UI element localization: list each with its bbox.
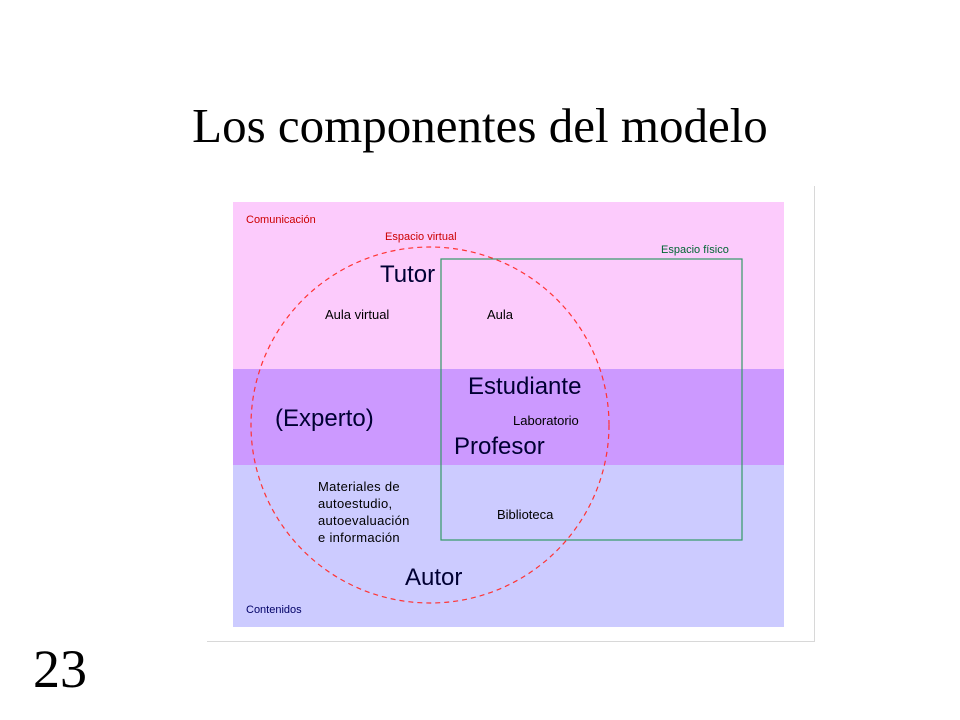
role-autor: Autor: [405, 564, 463, 591]
place-laboratorio: Laboratorio: [513, 413, 579, 428]
espacio-fisico-rect: [440, 258, 743, 541]
region-label-espacio-fisico: Espacio físico: [661, 244, 729, 256]
place-aula: Aula: [487, 307, 514, 322]
band-label-comunicacion: Comunicación: [246, 214, 316, 226]
band-contenidos: [233, 465, 784, 627]
band-estudiante-profesor: [233, 369, 784, 465]
place-materiales: Materiales de autoestudio, autoevaluació…: [318, 479, 410, 545]
slide-title: Los componentes del modelo: [192, 98, 768, 153]
role-profesor: Profesor: [454, 433, 545, 460]
place-biblioteca: Biblioteca: [497, 507, 554, 522]
region-label-espacio-virtual: Espacio virtual: [385, 231, 457, 243]
role-tutor: Tutor: [380, 261, 436, 288]
diagram-frame: [207, 186, 815, 642]
role-experto: (Experto): [275, 405, 374, 432]
espacio-virtual-circle: [250, 246, 610, 604]
slide-number: 23: [33, 639, 87, 699]
role-estudiante: Estudiante: [468, 373, 582, 400]
band-label-contenidos: Contenidos: [246, 604, 302, 616]
band-comunicacion: [233, 202, 784, 369]
place-aula-virtual: Aula virtual: [325, 307, 390, 322]
